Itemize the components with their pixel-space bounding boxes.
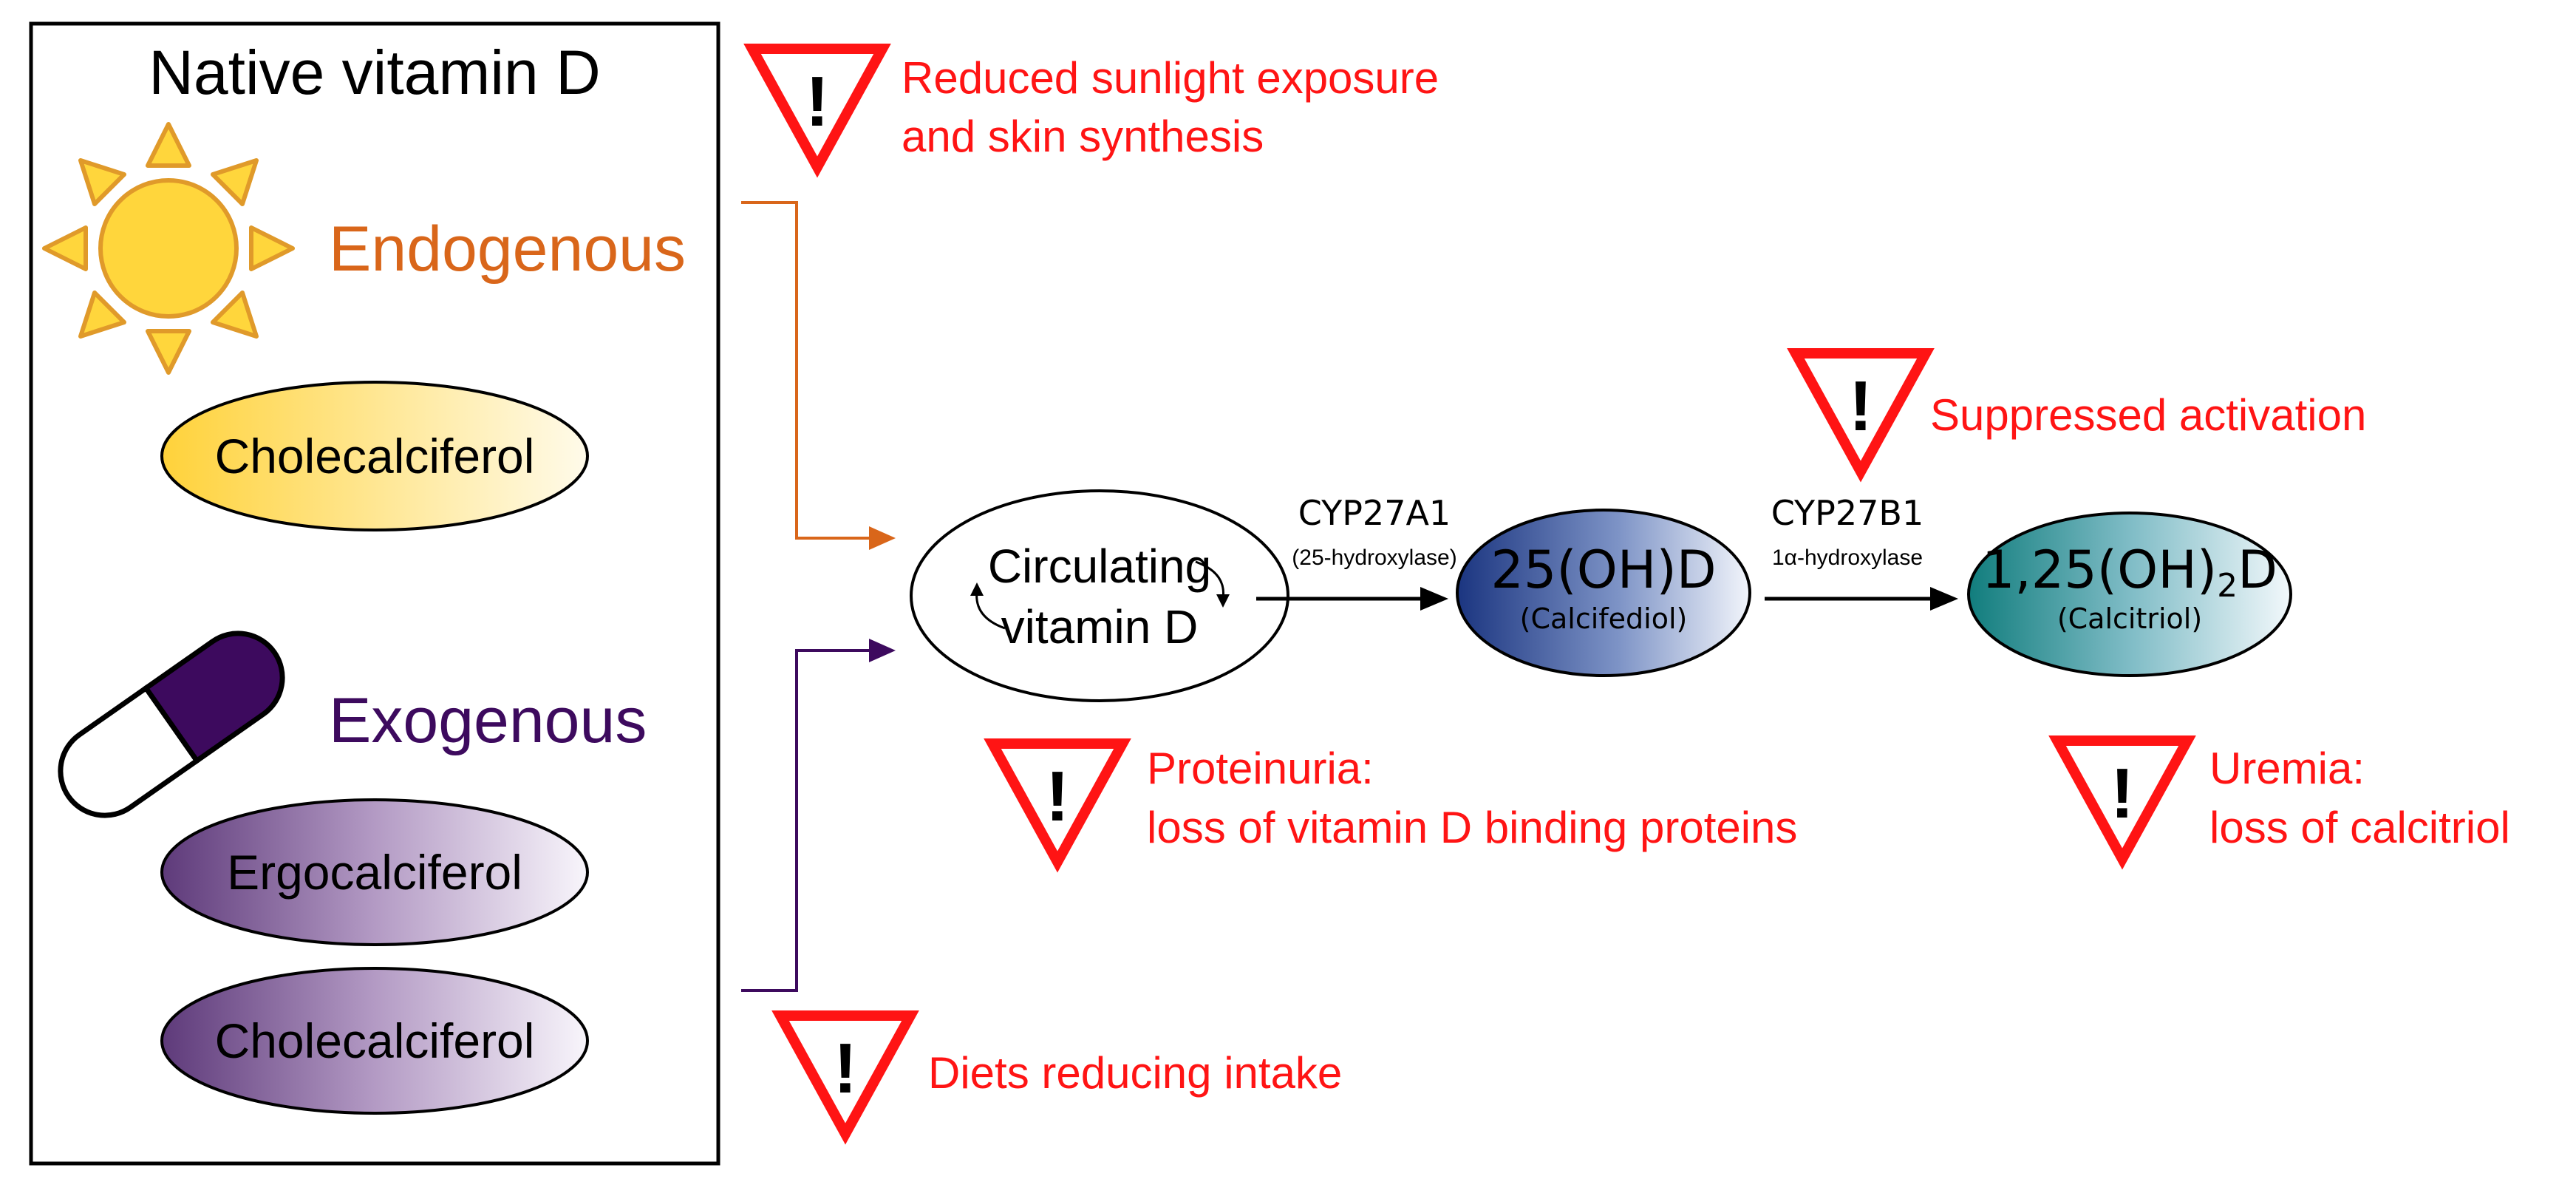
circulation-arrow-icon — [970, 560, 1230, 630]
native-box-title: Native vitamin D — [149, 38, 601, 107]
calcitriol-ellipse — [1967, 512, 2292, 677]
warning-sunlight-line1: Reduced sunlight exposure — [902, 53, 1439, 103]
warning-uremia-line2: loss of calcitriol — [2209, 803, 2510, 852]
warning-uremia-line1: Uremia: — [2209, 744, 2365, 793]
circulating-line2: vitamin D — [1001, 600, 1199, 653]
warning-exclamation: ! — [2110, 754, 2134, 833]
calcitriol-common: (Calcitriol) — [2057, 602, 2202, 635]
endogenous-connector — [741, 201, 872, 540]
exogenous-cholecalciferol-label: Cholecalciferol — [215, 1013, 535, 1068]
calcifediol-common: (Calcifediol) — [1520, 602, 1688, 635]
exogenous-cholecalciferol-ellipse — [160, 967, 589, 1115]
step1-arrowhead — [1420, 587, 1448, 611]
endogenous-cholecalciferol-label: Cholecalciferol — [215, 429, 535, 483]
cyp27b1-fullname: 1α-hydroxylase — [1772, 546, 1923, 570]
ergocalciferol-label: Ergocalciferol — [227, 845, 522, 900]
warning-activation: ! Suppressed activation — [1787, 348, 2366, 483]
warning-triangle-icon — [743, 44, 891, 178]
warning-triangle-icon — [2048, 735, 2196, 870]
warning-proteinuria-line1: Proteinuria: — [1147, 744, 1374, 793]
warning-sunlight: ! Reduced sunlight exposure and skin syn… — [743, 44, 1439, 178]
warning-exclamation: ! — [834, 1029, 857, 1108]
warning-proteinuria: ! Proteinuria: loss of vitamin D binding… — [984, 738, 1797, 873]
warning-uremia: ! Uremia: loss of calcitriol — [2048, 735, 2510, 870]
endogenous-arrowhead — [869, 526, 896, 550]
warning-triangle-icon — [984, 738, 1131, 873]
circulating-line1: Circulating — [988, 540, 1211, 593]
calcitriol-name: 1,25(OH)2D — [1982, 540, 2277, 605]
warning-sunlight-line2: and skin synthesis — [902, 112, 1264, 161]
exogenous-arrowhead — [869, 639, 896, 662]
warning-triangle-icon — [1787, 348, 1935, 483]
ergocalciferol-ellipse — [160, 798, 589, 946]
exogenous-connector — [741, 649, 872, 992]
warning-diet: ! Diets reducing intake — [771, 1010, 1342, 1145]
warning-exclamation: ! — [805, 62, 829, 141]
calcifediol-name: 25(OH)D — [1490, 540, 1716, 600]
endogenous-label: Endogenous — [329, 214, 686, 285]
sun-icon — [42, 122, 295, 375]
warning-exclamation: ! — [1046, 757, 1069, 836]
cyp27a1-fullname: (25-hydroxylase) — [1292, 546, 1456, 570]
warning-exclamation: ! — [1849, 367, 1873, 446]
capsule-icon — [58, 631, 285, 818]
endogenous-cholecalciferol-ellipse — [160, 381, 589, 531]
warning-proteinuria-line2: loss of vitamin D binding proteins — [1147, 803, 1797, 852]
circulating-vitamin-d-ellipse — [910, 489, 1289, 702]
cyp27b1-label: CYP27B1 — [1771, 493, 1924, 533]
cyp27a1-label: CYP27A1 — [1298, 493, 1451, 533]
warning-activation-line1: Suppressed activation — [1930, 390, 2366, 440]
warning-triangle-icon — [771, 1010, 919, 1145]
exogenous-label: Exogenous — [329, 685, 647, 756]
calcifediol-ellipse — [1456, 509, 1751, 677]
warning-diet-line1: Diets reducing intake — [928, 1048, 1342, 1098]
step2-arrowhead — [1930, 587, 1958, 611]
